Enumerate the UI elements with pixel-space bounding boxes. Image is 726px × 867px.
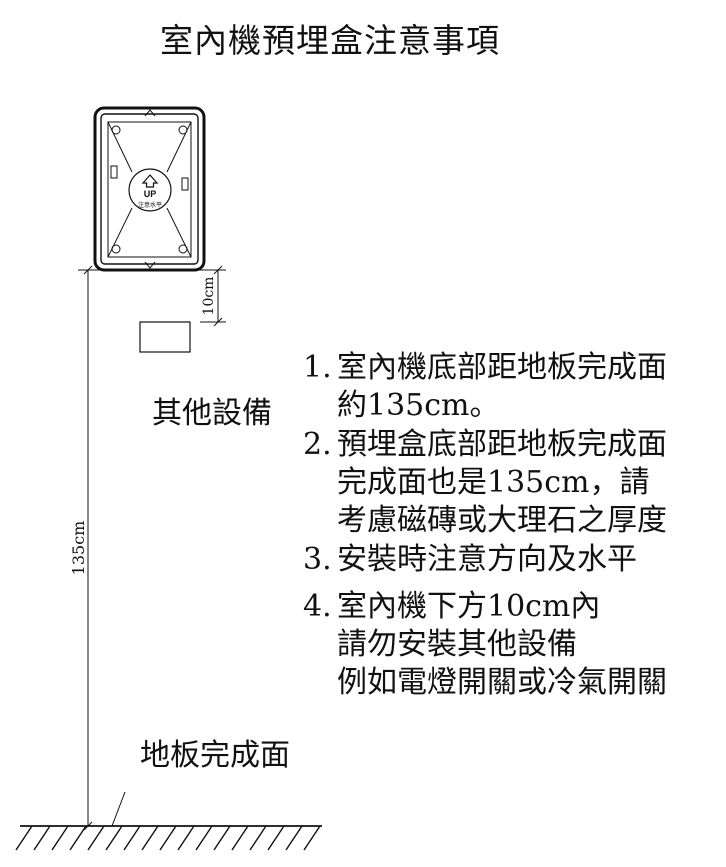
- floor-hatching: [15, 825, 321, 851]
- note-number: 3.: [303, 542, 332, 577]
- floor-leader-line: [111, 791, 126, 827]
- note-number: 4.: [303, 589, 332, 624]
- height-label: 135cm: [69, 521, 88, 576]
- hatch-stroke: [249, 825, 267, 851]
- hatch-stroke: [15, 825, 33, 851]
- hatch-stroke: [177, 825, 195, 851]
- note-line: 約135cm。: [337, 388, 500, 423]
- note-line: 請勿安裝其他設備: [337, 627, 577, 662]
- note-line: 1.室內機底部距地板完成面: [303, 349, 667, 387]
- note-text: 安裝時注意方向及水平: [337, 542, 637, 577]
- hatch-stroke: [51, 825, 69, 851]
- hatch-stroke: [123, 825, 141, 851]
- hatch-stroke: [33, 825, 51, 851]
- note-2: 2.預埋盒底部距地板完成面 完成面也是135cm，請 考慮磁磚或大理石之厚度: [303, 426, 667, 540]
- floor-label: 地板完成面: [140, 738, 290, 773]
- hatch-stroke: [105, 825, 123, 851]
- hatch-stroke: [231, 825, 249, 851]
- note-line: 2.預埋盒底部距地板完成面: [303, 426, 667, 464]
- note-1: 1.室內機底部距地板完成面 約135cm。: [303, 349, 667, 425]
- note-text: 預埋盒底部距地板完成面: [337, 427, 667, 462]
- hatch-stroke: [87, 825, 105, 851]
- note-line: 考慮磁磚或大理石之厚度: [337, 503, 667, 538]
- note-4: 4.室內機下方10cm內 請勿安裝其他設備 例如電燈開關或冷氣開關: [303, 588, 667, 702]
- hatch-stroke: [195, 825, 213, 851]
- other-equipment-label: 其他設備: [152, 396, 272, 431]
- hatch-stroke: [213, 825, 231, 851]
- note-3: 3.安裝時注意方向及水平: [303, 541, 637, 579]
- level-label: 注意水平: [138, 201, 162, 209]
- note-number: 1.: [303, 350, 332, 385]
- page-title: 室內機預埋盒注意事項: [160, 21, 500, 60]
- hatch-stroke: [69, 825, 87, 851]
- clearance-label: 10cm: [201, 277, 217, 316]
- note-line: 完成面也是135cm，請: [337, 465, 650, 500]
- up-label: UP: [144, 189, 157, 199]
- note-text: 室內機底部距地板完成面: [337, 350, 667, 385]
- hatch-stroke: [267, 825, 285, 851]
- note-text: 室內機下方10cm內: [337, 589, 601, 624]
- note-line: 4.室內機下方10cm內: [303, 588, 667, 626]
- hatch-stroke: [285, 825, 303, 851]
- note-line: 例如電燈開關或冷氣開關: [337, 665, 667, 700]
- note-number: 2.: [303, 427, 332, 462]
- other-equipment-box: [139, 321, 191, 353]
- hatch-stroke: [141, 825, 159, 851]
- clearance-dimension: [200, 265, 226, 327]
- note-line: 3.安裝時注意方向及水平: [303, 541, 637, 579]
- hatch-stroke: [303, 825, 321, 851]
- hatch-stroke: [159, 825, 177, 851]
- up-arrow-icon: [141, 174, 159, 188]
